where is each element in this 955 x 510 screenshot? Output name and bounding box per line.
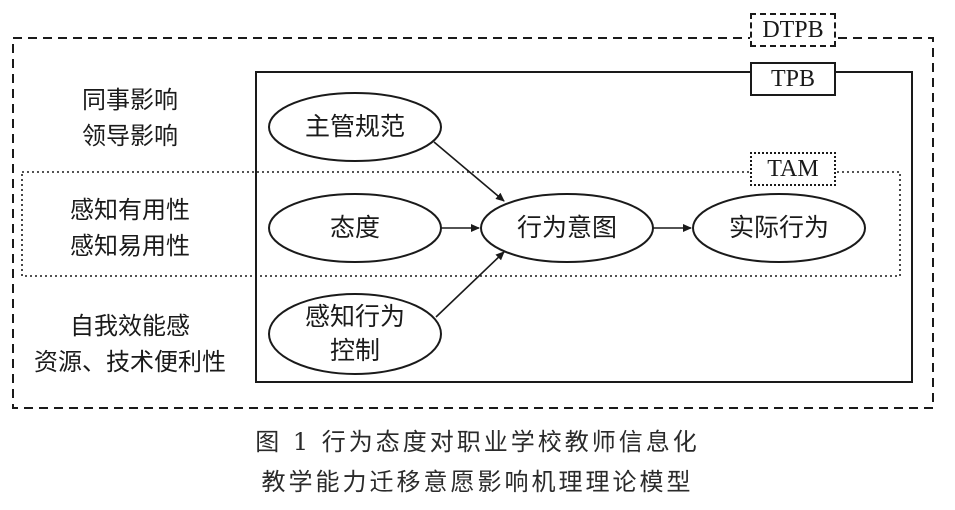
dtpb-label: DTPB (750, 13, 836, 47)
node-perceived-control-line1: 感知行为 (304, 302, 405, 331)
side-label-leader-influence: 领导影响 (82, 122, 178, 150)
side-label-perceived-usefulness: 感知有用性 (70, 196, 190, 224)
node-behavior: 实际行为 (728, 213, 829, 242)
side-label-perceived-ease-of-use: 感知易用性 (70, 232, 190, 260)
node-perceived-control-line2: 控制 (329, 336, 380, 365)
node-subjective-norm: 主管规范 (304, 112, 405, 141)
side-label-colleague-influence: 同事影响 (82, 86, 178, 114)
node-intention: 行为意图 (516, 213, 617, 242)
arrow-control-to-intention (435, 251, 505, 318)
arrow-norm-to-intention (433, 141, 505, 202)
figure-caption-line1: 图 1 行为态度对职业学校教师信息化 (255, 428, 700, 456)
side-label-self-efficacy: 自我效能感 (70, 312, 190, 340)
node-perceived-control: 感知行为 控制 (269, 296, 441, 372)
node-attitude: 态度 (329, 213, 380, 242)
node-behavior-shape (692, 193, 866, 263)
tpb-frame (255, 71, 913, 383)
tam-label: TAM (750, 152, 836, 186)
node-perceived-control-shape (268, 293, 442, 375)
side-label-resource-tech-facilitation: 资源、技术便利性 (34, 348, 226, 376)
node-subjective-norm-shape (268, 92, 442, 162)
tam-frame (21, 171, 901, 277)
figure-caption-line2: 教学能力迁移意愿影响机理理论模型 (261, 468, 694, 496)
tpb-label: TPB (750, 62, 836, 96)
